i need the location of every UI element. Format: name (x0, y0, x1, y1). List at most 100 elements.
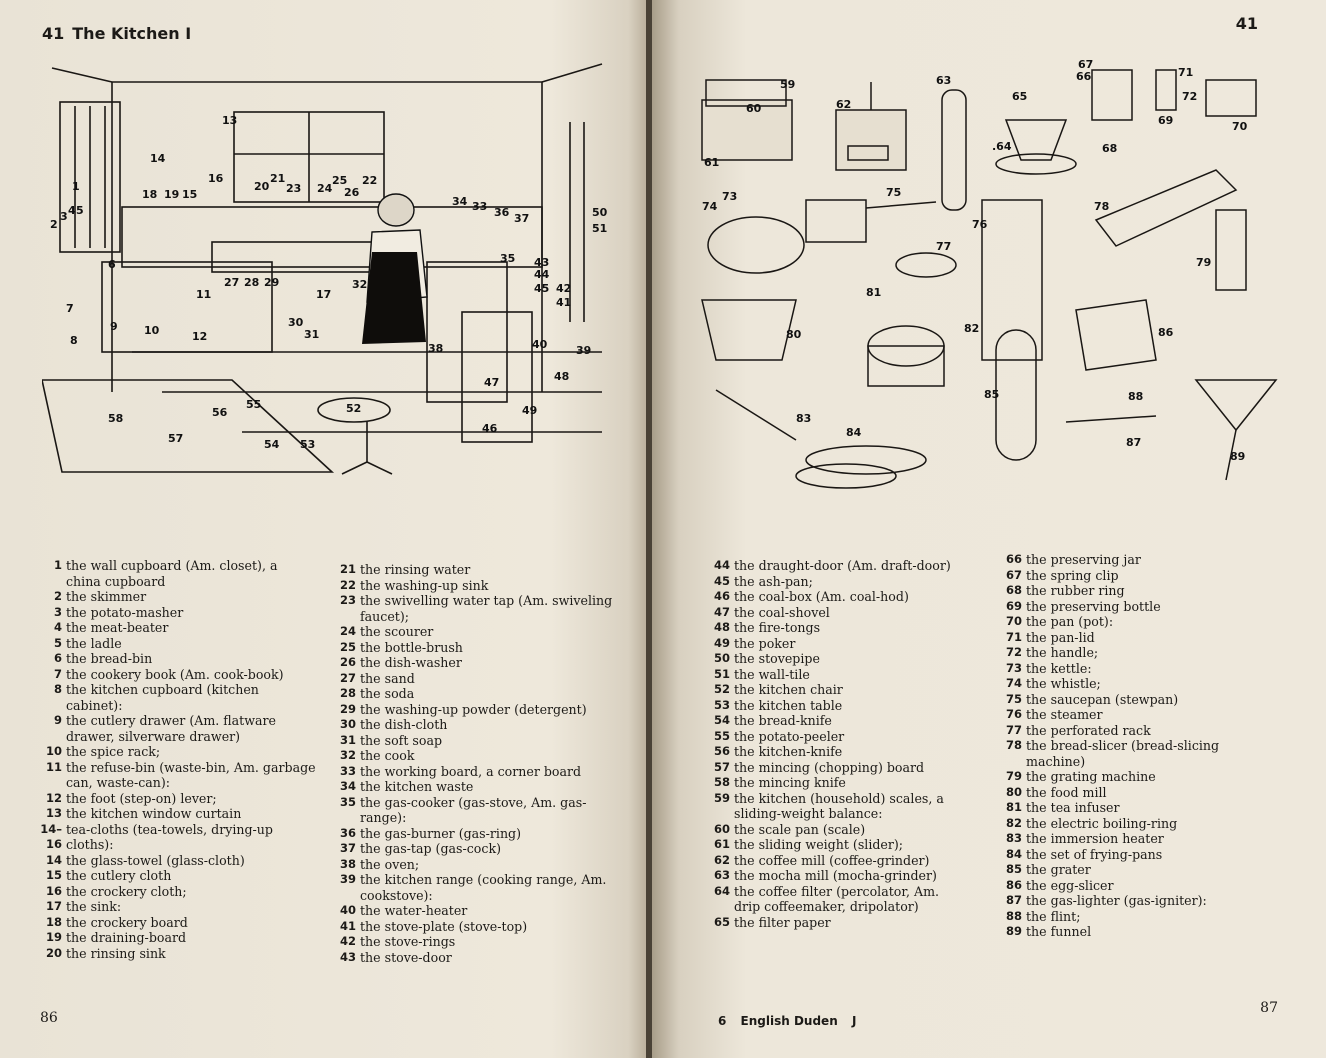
svg-text:46: 46 (482, 422, 498, 435)
svg-text:16: 16 (208, 172, 224, 185)
svg-text:35: 35 (500, 252, 515, 265)
legend-text: the washing-up sink (360, 577, 489, 593)
legend-number: 8 (53, 682, 62, 696)
legend-number: 17 (45, 899, 62, 913)
legend-text: the rinsing water (360, 562, 471, 577)
legend-number: 6 (53, 651, 62, 665)
legend-number: 11 (45, 759, 62, 774)
legend-number: 81 (1005, 800, 1022, 814)
legend-number: 65 (713, 914, 730, 929)
legend-text: the immersion heater (1026, 831, 1164, 846)
legend-text: the pan-lid (1026, 629, 1095, 645)
svg-text:65: 65 (1012, 90, 1027, 103)
svg-text:86: 86 (1158, 326, 1174, 339)
svg-text:89: 89 (1230, 450, 1245, 463)
svg-text:19: 19 (164, 188, 179, 201)
legend-number: 22 (339, 577, 356, 592)
svg-text:10: 10 (144, 324, 160, 337)
svg-text:27: 27 (224, 276, 239, 289)
plate-number: 41 (1235, 14, 1258, 33)
legend-text: the cookery book (Am. cook-book) (66, 666, 284, 682)
legend-text: the pan (pot): (1026, 614, 1114, 629)
legend-text: the kitchen (household) scales, a slidin… (734, 790, 944, 822)
svg-text:45: 45 (534, 282, 549, 295)
legend-text: the gas-burner (gas-ring) (360, 825, 522, 841)
book-gutter (646, 0, 654, 1058)
legend-number: 40 (339, 903, 356, 917)
svg-text:71: 71 (1178, 66, 1193, 79)
svg-text:21: 21 (270, 172, 285, 185)
legend-text: the whistle; (1026, 676, 1101, 691)
legend-number: 76 (1005, 707, 1022, 721)
svg-text:85: 85 (984, 388, 999, 401)
legend-text: the sliding weight (slider); (734, 837, 904, 852)
svg-text:75: 75 (886, 186, 901, 199)
legend-text: the kitchen window curtain (66, 806, 242, 821)
svg-text:60: 60 (746, 102, 762, 115)
legend-number: 13 (45, 806, 62, 820)
legend-text: the stove-rings (360, 934, 456, 949)
legend-number: 37 (339, 841, 356, 855)
svg-text:11: 11 (196, 288, 211, 301)
svg-text:87: 87 (1126, 436, 1141, 449)
svg-text:47: 47 (484, 376, 499, 389)
legend-text: the coal-box (Am. coal-hod) (734, 589, 909, 604)
legend-text: the food mill (1026, 784, 1107, 800)
svg-text:6: 6 (108, 258, 116, 271)
legend-text: the refuse-bin (waste-bin, Am. garbage c… (66, 759, 316, 791)
legend-number: 54 (713, 713, 730, 727)
svg-text:84: 84 (846, 426, 862, 439)
legend-number: 16 (45, 883, 62, 898)
legend-text: the dish-washer (360, 655, 462, 670)
legend-text: the swivelling water tap (Am. swiveling … (360, 593, 613, 624)
legend-text: the soda (360, 686, 415, 701)
svg-text:36: 36 (494, 206, 510, 219)
legend-number: 51 (713, 666, 730, 681)
legend-text: the flint; (1026, 908, 1081, 924)
legend-text: the cook (360, 748, 415, 763)
svg-text:88: 88 (1128, 390, 1143, 403)
plate-title: The Kitchen I (72, 24, 192, 43)
svg-text:44: 44 (534, 268, 550, 281)
svg-text:69: 69 (1158, 114, 1173, 127)
legend-text: the scale pan (scale) (734, 821, 866, 837)
legend-text: the rubber ring (1026, 583, 1125, 598)
page-footer: 6 English Duden J (718, 1014, 866, 1028)
svg-text:42: 42 (556, 282, 571, 295)
legend-number: 14–16 (40, 821, 62, 852)
svg-text:8: 8 (70, 334, 78, 347)
left-page: 41 The Kitchen I (0, 0, 648, 1058)
plate-number: 41 (42, 24, 65, 43)
legend-number: 64 (713, 883, 730, 898)
legend-text: the wall-tile (734, 666, 810, 682)
legend-text: the potato-masher (66, 604, 184, 620)
right-page: 41 (652, 0, 1326, 1058)
svg-text:.64: .64 (992, 140, 1012, 153)
svg-text:74: 74 (702, 200, 718, 213)
svg-text:34: 34 (452, 195, 468, 208)
